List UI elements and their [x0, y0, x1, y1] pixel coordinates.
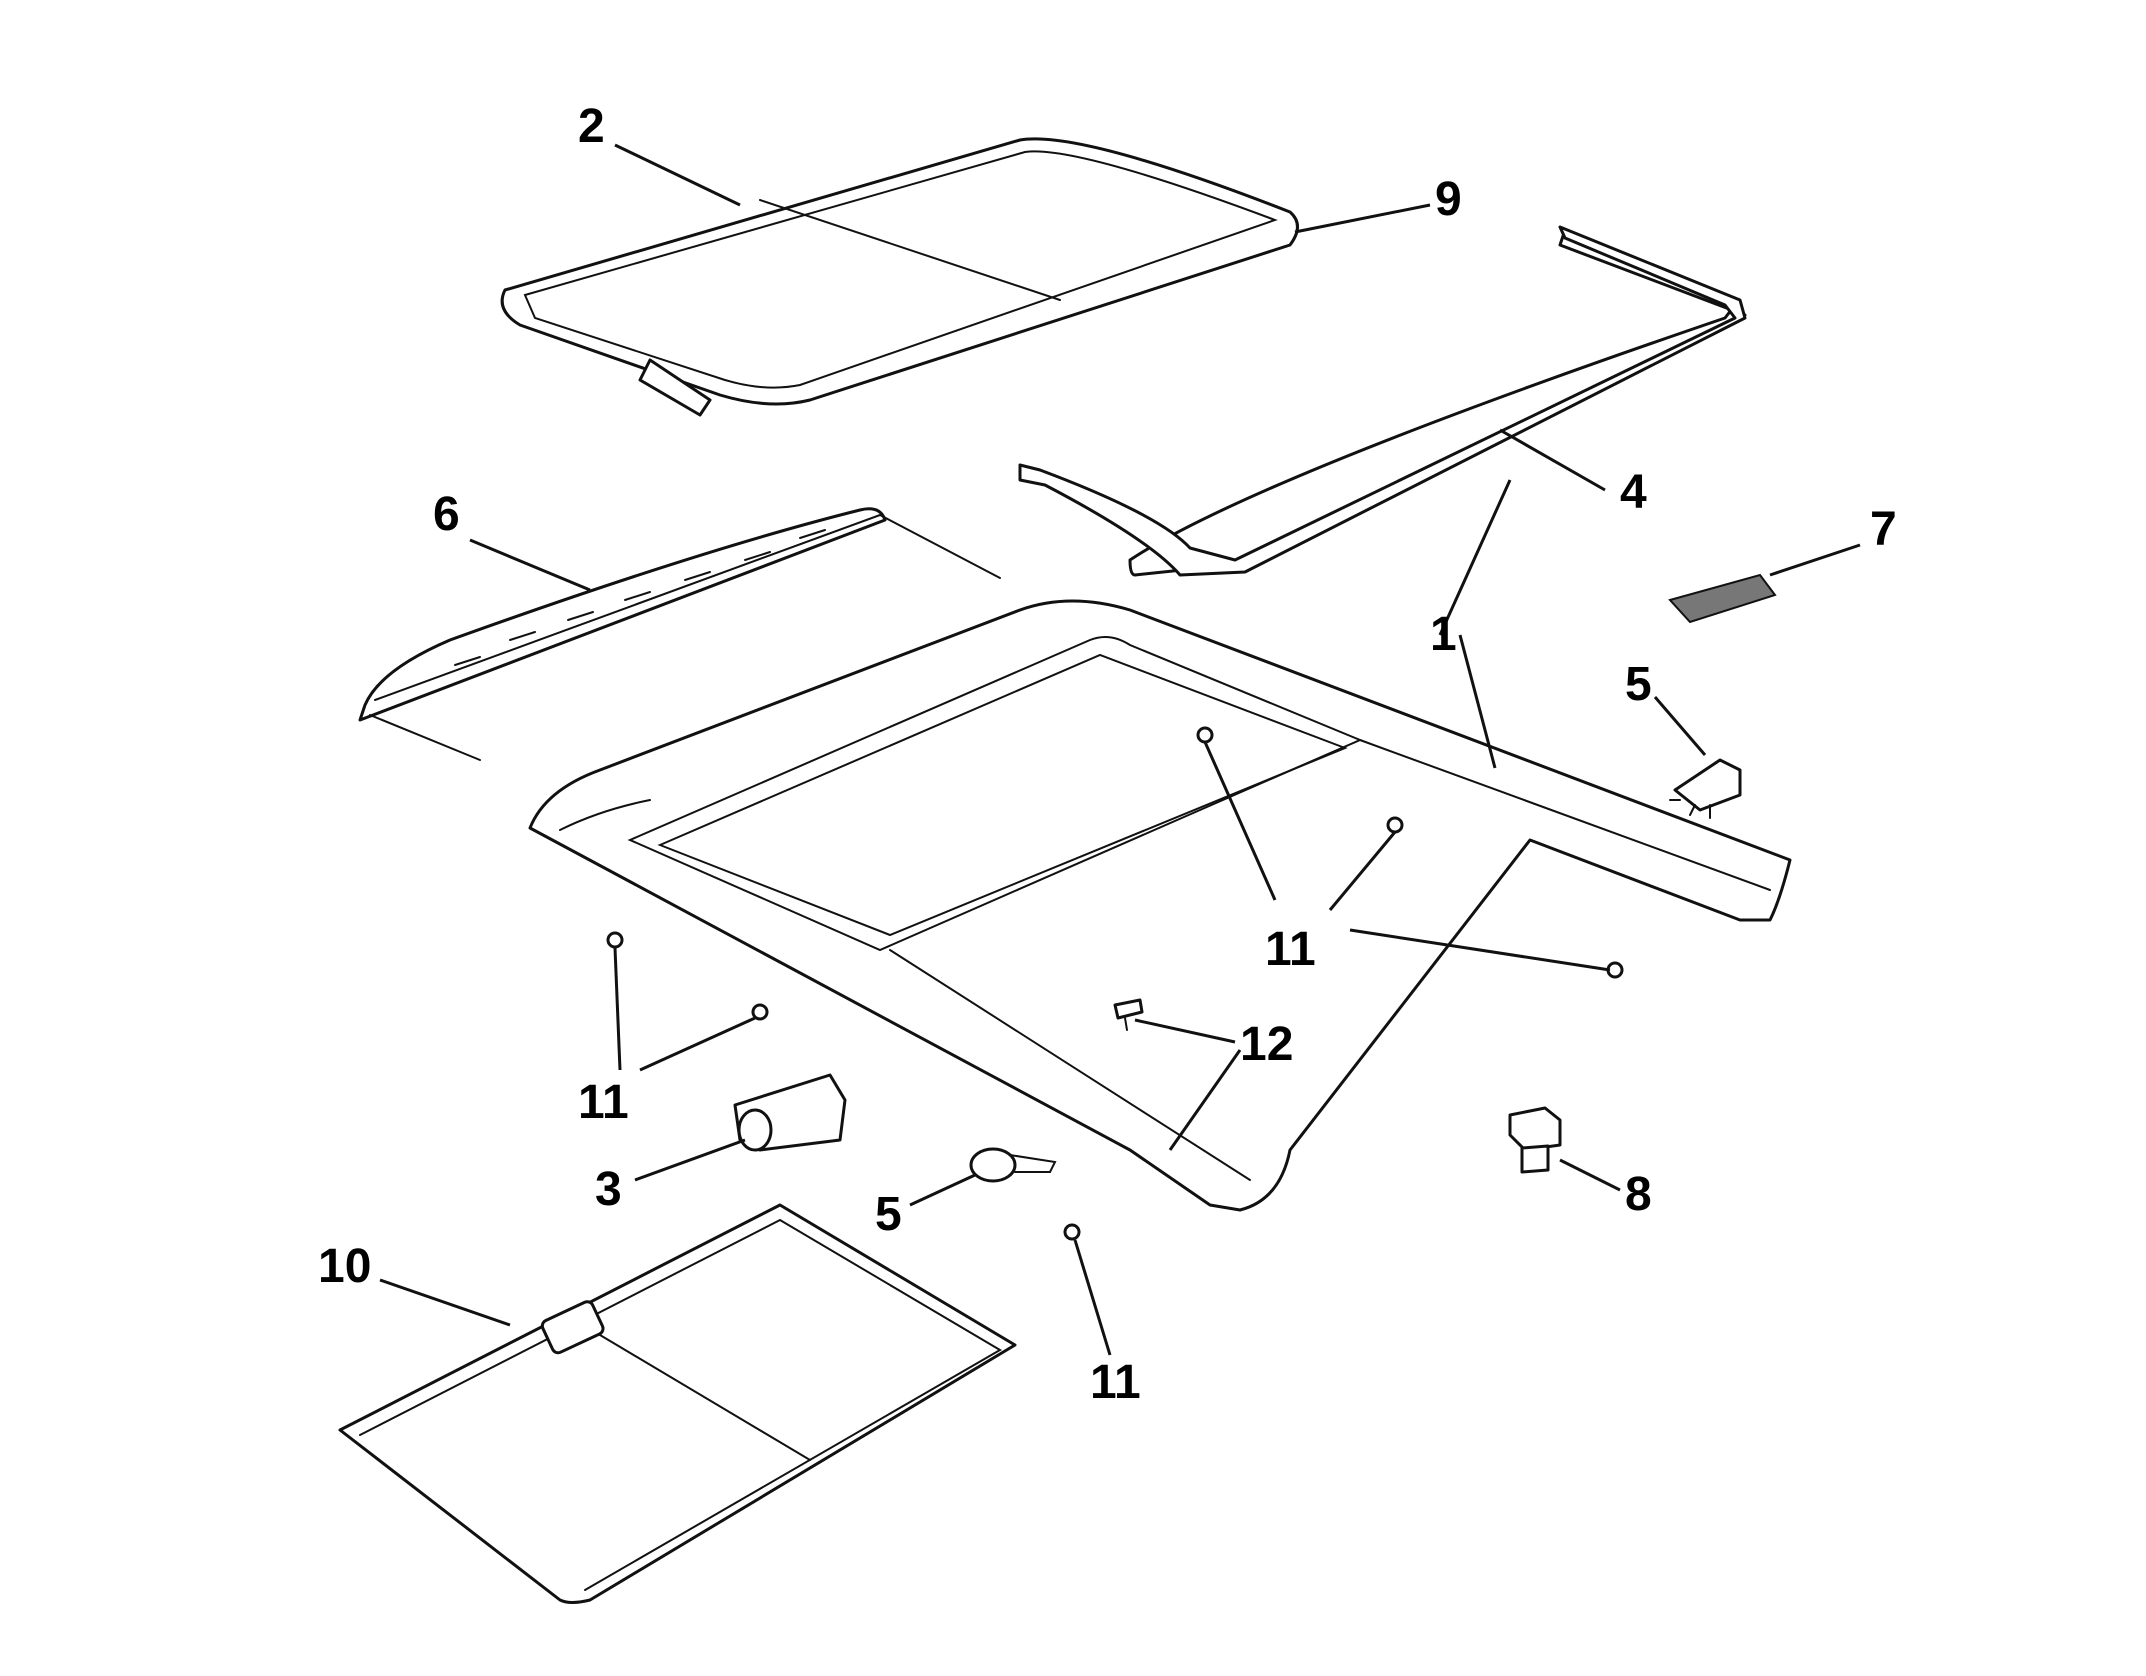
callout-7: 7: [1870, 503, 1897, 556]
callout-9: 9: [1435, 173, 1462, 226]
clip-bracket-right: [1669, 758, 1742, 819]
callout-10: 10: [318, 1240, 371, 1293]
callout-5-lower: 5: [875, 1188, 902, 1241]
callout-11-bottom: 11: [1090, 1356, 1141, 1409]
callout-6: 6: [433, 488, 460, 541]
leader-lines: [379, 143, 1861, 1356]
wind-deflector: [358, 507, 1001, 761]
drive-motor: [733, 1073, 847, 1152]
clip-bracket-lower: [969, 1147, 1057, 1183]
callout-labels: 1 2 3 4 5 5 6 7 8 9 10 11 11 11 12: [318, 100, 1897, 1409]
callout-11-center: 11: [1265, 923, 1316, 976]
bolt: [1508, 1106, 1562, 1174]
nuts: [606, 726, 1624, 1241]
callout-11-left: 11: [578, 1076, 629, 1129]
screw: [1113, 998, 1144, 1031]
sunshade: [338, 1203, 1017, 1604]
callout-4: 4: [1620, 466, 1647, 519]
glass-panel: [500, 137, 1299, 417]
callout-12: 12: [1240, 1018, 1293, 1071]
sunroof-frame: [528, 599, 1792, 1212]
callout-8: 8: [1625, 1168, 1652, 1221]
callout-1: 1: [1430, 608, 1457, 661]
callout-3: 3: [595, 1163, 622, 1216]
callout-5-right: 5: [1625, 658, 1652, 711]
glass-seal: [1018, 225, 1747, 577]
adhesive-pad: [1668, 573, 1777, 624]
callout-2: 2: [578, 100, 605, 153]
